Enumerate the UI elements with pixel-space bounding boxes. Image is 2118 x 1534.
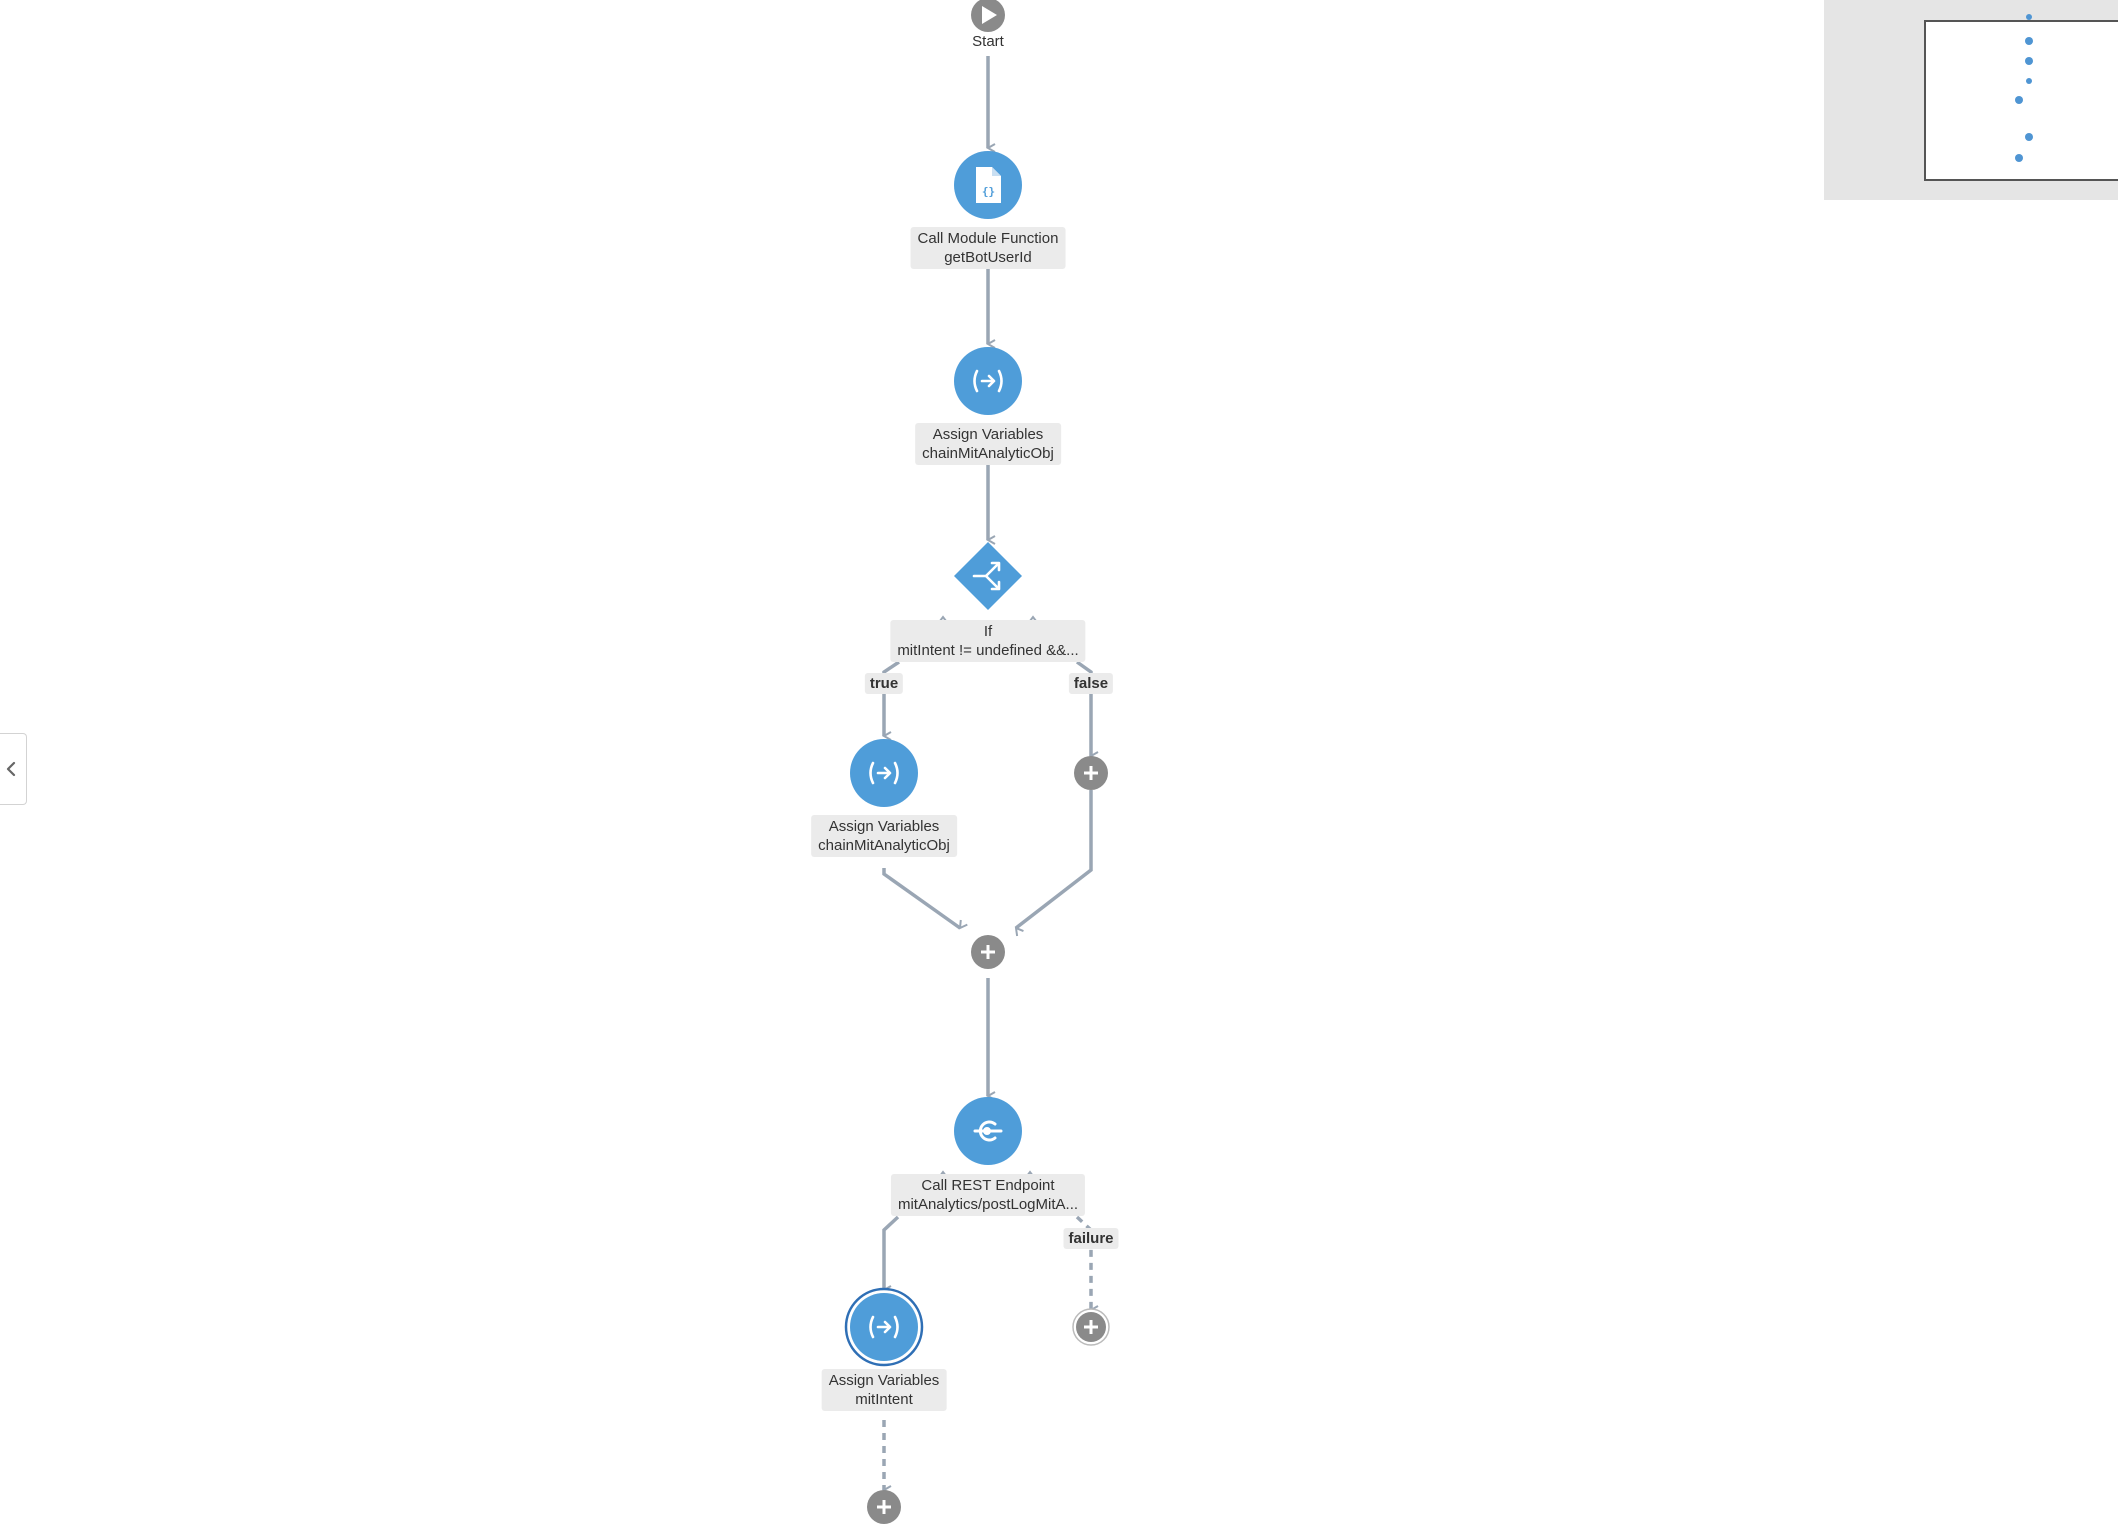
start-node[interactable] [971,0,1005,32]
play-icon [982,6,997,24]
assign-node-mitintent[interactable] [844,1287,924,1367]
if-branch-icon [972,561,1001,591]
minimap-dot [2025,133,2033,141]
connector-if-false [1075,660,1091,756]
add-node-failure-branch[interactable] [1072,1308,1110,1346]
chevron-left-icon [6,761,16,777]
assign-variables-icon [973,369,1003,393]
node-type-label: Assign Variables [932,426,1044,443]
call-rest-node[interactable] [954,1097,1022,1165]
start-label: Start [972,32,1004,51]
assign-1-label[interactable]: Assign Variables chainMitAnalyticObj [915,423,1061,465]
node-name-label: mitAnalytics/postLogMitA... [897,1196,1079,1213]
call-rest-label[interactable]: Call REST Endpoint mitAnalytics/postLogM… [890,1174,1086,1216]
assign-mitintent-label[interactable]: Assign Variables mitIntent [821,1369,947,1411]
if-label[interactable]: If mitIntent != undefined &&... [890,620,1086,662]
connector-false-to-merge [1016,790,1093,928]
minimap-viewport[interactable] [1924,14,2118,181]
call-module-node[interactable]: {} [954,151,1022,219]
collapse-panel-button[interactable] [0,733,27,805]
add-node-false-branch[interactable] [1074,756,1108,790]
node-name-label: mitIntent != undefined &&... [897,642,1079,659]
connector-if-true [884,660,900,736]
node-type-label: Assign Variables [828,818,940,835]
minimap-dot [2026,78,2032,84]
start-label-text: Start [972,33,1004,50]
assign-true-label[interactable]: Assign Variables chainMitAnalyticObj [811,815,957,857]
minimap-dot [2025,57,2033,65]
minimap-dot [2015,96,2023,104]
if-node[interactable] [954,542,1022,610]
connector-rest-success [884,1215,900,1290]
minimap-dot [2015,154,2023,162]
add-node-merge[interactable] [971,935,1005,969]
module-function-icon: {} [976,167,1001,203]
assign-variables-icon [869,1315,899,1339]
node-name-label: mitIntent [855,1391,913,1408]
call-module-label[interactable]: Call Module Function getBotUserId [910,227,1066,269]
node-type-label: Call Module Function [917,230,1059,247]
branch-label-true: true [864,673,904,694]
assign-node-1[interactable] [954,347,1022,415]
connectors [884,56,1091,1490]
connector-true-to-merge [882,868,960,928]
minimap[interactable] [1824,0,2118,200]
plus-icon [877,1500,891,1514]
assign-node-true[interactable] [850,739,918,807]
minimap-dot [2025,37,2033,45]
node-name-label: chainMitAnalyticObj [922,445,1054,462]
rest-endpoint-icon [973,1120,1003,1142]
node-type-label: If [983,623,993,640]
node-name-label: chainMitAnalyticObj [818,837,950,854]
node-type-label: Call REST Endpoint [921,1177,1055,1194]
minimap-dot [2026,14,2032,20]
add-node-end[interactable] [867,1490,901,1524]
svg-text:{}: {} [982,185,995,198]
plus-icon [1084,766,1098,780]
plus-icon [981,945,995,959]
plus-icon [1084,1320,1098,1334]
node-type-label: Assign Variables [828,1372,940,1389]
assign-variables-icon [869,761,899,785]
branch-label-failure: failure [1063,1228,1119,1249]
node-name-label: getBotUserId [944,249,1032,266]
branch-label-false: false [1068,673,1114,694]
